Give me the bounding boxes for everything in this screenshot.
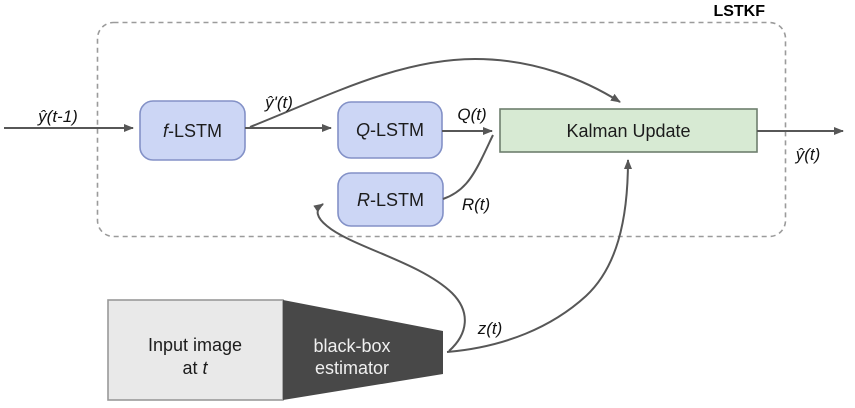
black-box-estimator-label-line2: estimator — [315, 358, 389, 378]
lstkf-boundary — [96, 21, 787, 238]
input-image-label-line1: Input image — [148, 335, 242, 355]
input-image-box — [107, 299, 284, 401]
edge-z-to-kalman-curve — [446, 159, 632, 353]
black-box-estimator-shape — [283, 300, 443, 400]
kalman-update-label: Kalman Update — [566, 121, 690, 141]
edge-prediction-to-kalman-curve — [249, 57, 621, 128]
measurement-label: z(t) — [477, 319, 503, 338]
f-lstm-label: f-LSTM — [163, 121, 222, 141]
r-lstm-box — [337, 172, 444, 227]
black-box-estimator-label-line1: black-box — [313, 336, 390, 356]
edge-z-to-r-lstm-curve — [313, 203, 466, 352]
q-lstm-label: Q-LSTM — [356, 120, 424, 140]
edge-r-to-kalman-curve — [442, 134, 494, 200]
lstkf-title-label: LSTKF — [713, 3, 765, 20]
estimate-label: ŷ(t) — [795, 145, 821, 164]
prediction-label: ŷ'(t) — [264, 93, 293, 112]
r-lstm-label: R-LSTM — [357, 190, 424, 210]
prev-estimate-label: ŷ(t-1) — [37, 107, 78, 126]
measurement-noise-label: R(t) — [462, 195, 490, 214]
process-noise-label: Q(t) — [457, 105, 486, 124]
f-lstm-box — [139, 100, 246, 161]
